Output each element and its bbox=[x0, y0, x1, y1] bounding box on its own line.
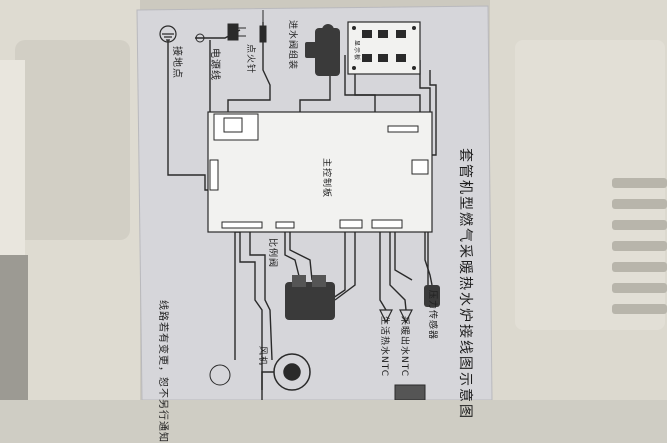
left-recess bbox=[15, 40, 130, 240]
proportional-valve-symbol bbox=[285, 275, 335, 320]
panel-title: 套管机型燃气采暖热水炉接线图示意图 bbox=[457, 148, 473, 420]
right-recess bbox=[515, 40, 665, 330]
dhw-ntc-label: 生活热水NTC bbox=[379, 316, 389, 377]
wire-bundle-shadow bbox=[0, 255, 28, 400]
ground-symbol bbox=[159, 25, 177, 43]
power-plug-symbol bbox=[195, 23, 246, 43]
display-board-details bbox=[352, 26, 416, 70]
main-board-label: 主控制板 bbox=[321, 158, 331, 199]
pressure-sensor-symbol bbox=[424, 285, 440, 307]
photo-scene bbox=[0, 0, 667, 400]
ntc-sensor-symbols bbox=[379, 309, 413, 324]
notice-label: 线路若有变更，恕不另行通知 bbox=[157, 300, 168, 443]
ignition-needle-label: 点火针 bbox=[245, 44, 255, 75]
fan-symbol bbox=[261, 353, 311, 391]
pressure-sensor-label: 压力传感器 bbox=[427, 290, 437, 341]
ground-point-label: 接地点 bbox=[171, 46, 182, 79]
water-valve-label: 进水阀组装 bbox=[287, 20, 297, 71]
water-valve-symbol bbox=[305, 24, 340, 76]
heating-ntc-label: 采暖出水NTC bbox=[399, 316, 409, 377]
board-connectors bbox=[209, 113, 429, 229]
vent-slots bbox=[612, 178, 667, 314]
proportional-valve-label: 比例阀 bbox=[267, 238, 277, 269]
fan-label: 风机 bbox=[257, 346, 267, 367]
ignition-needle-symbol bbox=[259, 10, 267, 43]
display-board-label: 显示板 bbox=[353, 40, 360, 62]
power-cord-label: 电源线 bbox=[209, 48, 220, 81]
bottom-components bbox=[209, 364, 426, 400]
